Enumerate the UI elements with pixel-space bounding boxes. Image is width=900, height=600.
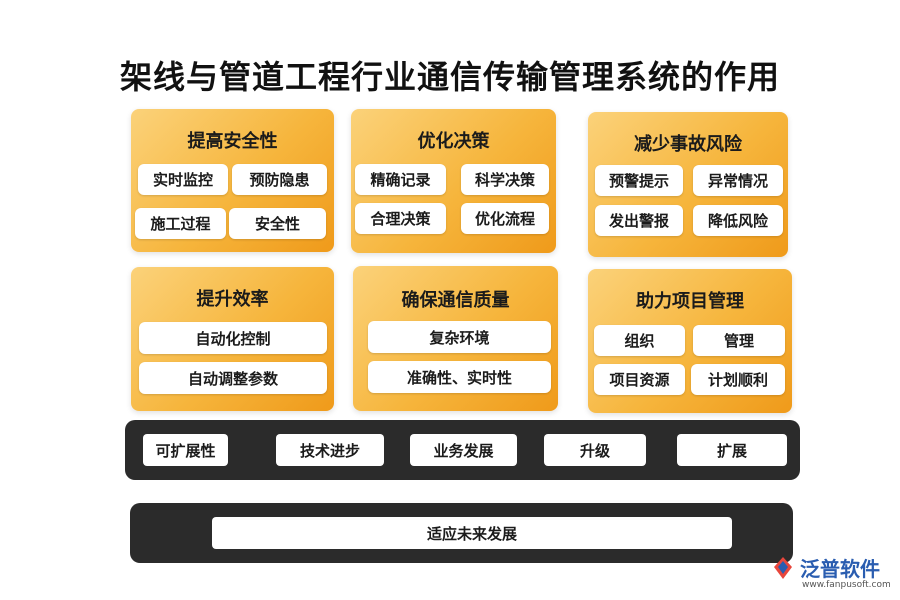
- bar-item: 适应未来发展: [212, 517, 732, 549]
- logo-name: 泛普软件: [800, 557, 880, 581]
- card-project-management: 助力项目管理 组织 管理 项目资源 计划顺利: [588, 269, 792, 413]
- page-title: 架线与管道工程行业通信传输管理系统的作用: [119, 58, 780, 96]
- card-title: 优化决策: [417, 131, 490, 152]
- logo-url: www.fanpusoft.com: [802, 580, 891, 590]
- card-optimize-decision: 优化决策 精确记录 科学决策 合理决策 优化流程: [351, 109, 556, 253]
- card-item: 施工过程: [135, 208, 226, 239]
- card-title: 减少事故风险: [634, 134, 742, 155]
- card-improve-safety: 提高安全性 实时监控 预防隐患 施工过程 安全性: [131, 109, 334, 252]
- card-title: 确保通信质量: [401, 290, 510, 311]
- card-item: 组织: [594, 325, 685, 356]
- card-ensure-communication-quality: 确保通信质量 复杂环境 准确性、实时性: [353, 266, 558, 411]
- brand-logo: 泛普软件 www.fanpusoft.com: [770, 553, 895, 595]
- card-improve-efficiency: 提升效率 自动化控制 自动调整参数: [131, 267, 334, 411]
- card-item: 项目资源: [594, 364, 685, 395]
- card-item: 安全性: [229, 208, 326, 239]
- card-title: 提高安全性: [187, 131, 278, 152]
- card-item: 发出警报: [595, 205, 683, 236]
- card-item: 异常情况: [693, 165, 783, 196]
- bar-item: 升级: [544, 434, 646, 466]
- card-item: 预警提示: [595, 165, 683, 196]
- future-development-bar: 适应未来发展: [130, 503, 793, 563]
- card-item: 精确记录: [355, 164, 446, 195]
- card-item: 实时监控: [138, 164, 228, 195]
- card-item: 降低风险: [693, 205, 783, 236]
- logo-icon: [774, 557, 792, 579]
- card-item: 合理决策: [355, 203, 446, 234]
- bar-item: 业务发展: [410, 434, 517, 466]
- card-item: 管理: [693, 325, 785, 356]
- card-item: 预防隐患: [232, 164, 327, 195]
- card-item: 自动化控制: [139, 322, 327, 354]
- extensibility-bar: 可扩展性 技术进步 业务发展 升级 扩展: [125, 420, 800, 480]
- card-item: 准确性、实时性: [368, 361, 551, 393]
- card-reduce-accident-risk: 减少事故风险 预警提示 异常情况 发出警报 降低风险: [588, 112, 788, 257]
- bar-item: 技术进步: [276, 434, 384, 466]
- card-item: 自动调整参数: [139, 362, 327, 394]
- card-title: 提升效率: [196, 289, 269, 310]
- card-item: 计划顺利: [691, 364, 785, 395]
- bar-item: 扩展: [677, 434, 787, 466]
- card-title: 助力项目管理: [636, 291, 744, 312]
- card-item: 复杂环境: [368, 321, 551, 353]
- bar-item: 可扩展性: [143, 434, 228, 466]
- card-item: 优化流程: [461, 203, 549, 234]
- card-item: 科学决策: [461, 164, 549, 195]
